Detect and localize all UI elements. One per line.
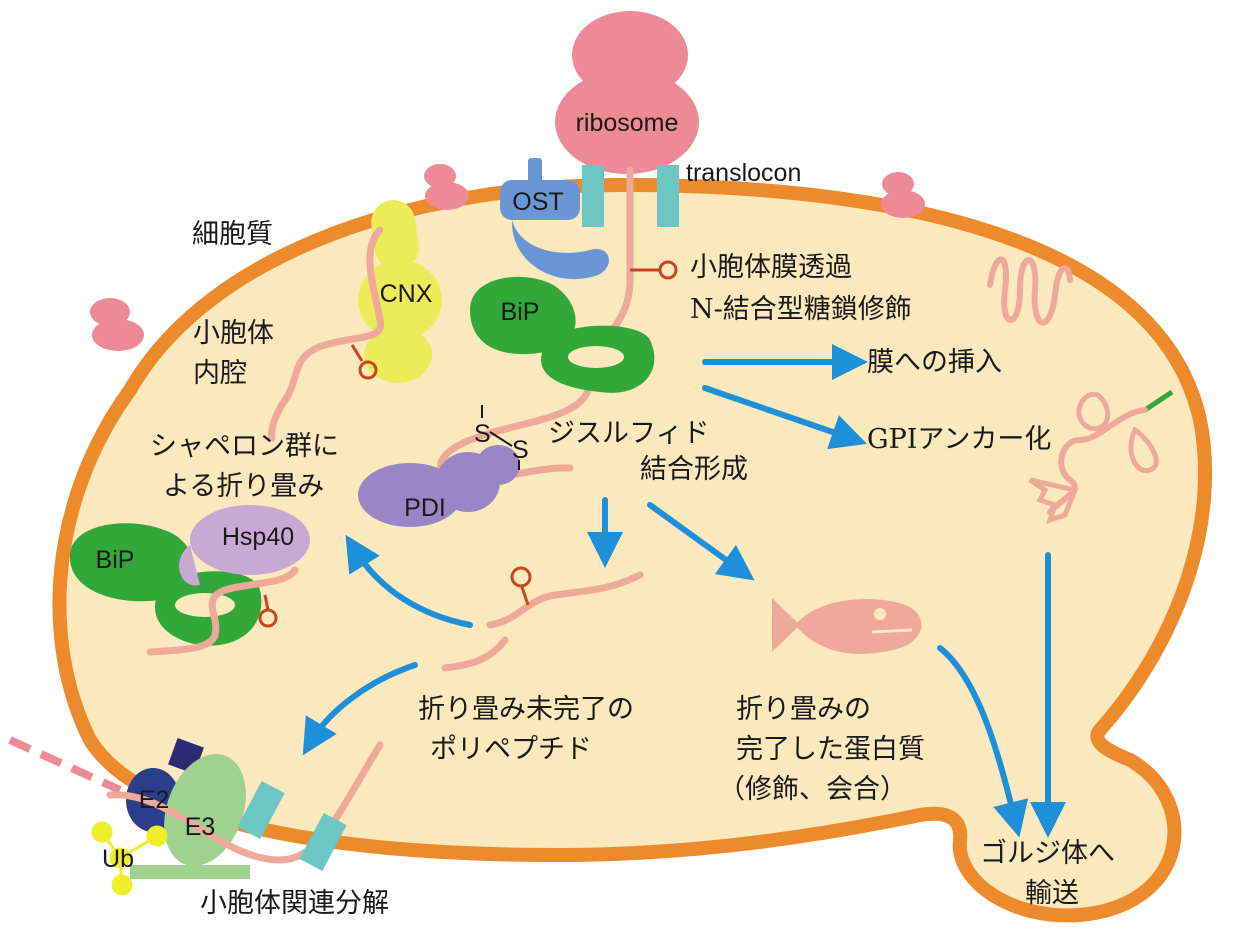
lumen-label-2: 内腔 <box>193 358 247 389</box>
disulfide-label-1: ジスルフィド <box>548 418 709 449</box>
pdi-label: PDI <box>404 494 446 522</box>
folded-label-3: （修飾、会合） <box>718 774 907 805</box>
membrane-ribosome-left <box>90 298 144 351</box>
hsp40-label: Hsp40 <box>222 523 294 551</box>
disulfide-label-2: 結合形成 <box>640 454 748 485</box>
membrane-ribosome-mid <box>424 164 469 210</box>
cnx-label: CNX <box>380 280 433 308</box>
folded-label-2: 完了した蛋白質 <box>736 734 925 765</box>
golgi-label-1: ゴルジ体へ <box>980 838 1115 869</box>
sulfur-1: S <box>474 420 491 448</box>
ost-label: OST <box>512 188 563 216</box>
translocon-label: translocon <box>686 159 801 187</box>
bip-bottom-label: BiP <box>96 546 135 574</box>
chaperone-label-2: よる折り畳み <box>163 471 324 502</box>
cytoplasm-label: 細胞質 <box>192 219 273 250</box>
membrane-ribosome-right <box>881 172 925 218</box>
erad-label: 小胞体関連分解 <box>200 888 389 919</box>
e3-label: E3 <box>185 813 216 841</box>
unfolded-label-2: ポリペプチド <box>430 734 592 765</box>
gpi-anchor-label: GPIアンカー化 <box>867 424 1051 455</box>
sulfur-2: S <box>512 436 529 464</box>
translocation-label-2: N-結合型糖鎖修飾 <box>690 294 912 325</box>
e2-label: E2 <box>139 786 170 814</box>
folded-label-1: 折り畳みの <box>736 694 871 725</box>
chaperone-label-1: シャペロン群に <box>150 431 339 462</box>
bip-top-label: BiP <box>501 298 540 326</box>
ribosome-label: ribosome <box>576 109 679 137</box>
membrane-insertion-label: 膜への挿入 <box>867 347 1002 378</box>
unfolded-label-1: 折り畳み未完了の <box>418 694 634 725</box>
ribosome: ribosome <box>555 11 699 174</box>
translocation-label-1: 小胞体膜透過 <box>690 252 852 283</box>
golgi-label-2: 輸送 <box>1025 878 1079 909</box>
ub-label: Ub <box>102 845 134 873</box>
lumen-label-1: 小胞体 <box>193 318 274 349</box>
